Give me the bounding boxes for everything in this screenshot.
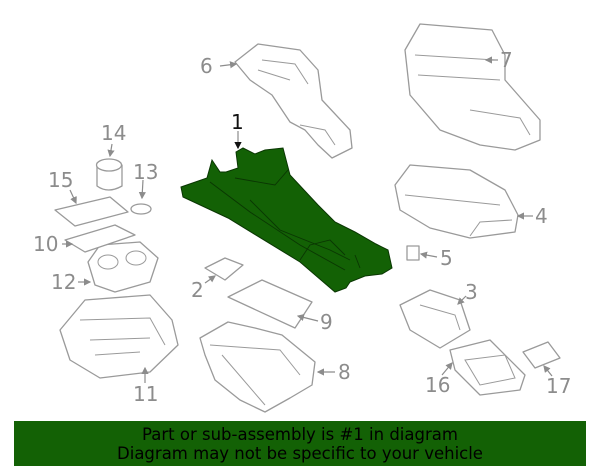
part-13-cap[interactable] xyxy=(130,203,152,215)
callout-17[interactable]: 17 xyxy=(546,374,571,398)
part-2-clip[interactable] xyxy=(204,257,244,281)
banner-line-2: Diagram may not be specific to your vehi… xyxy=(117,444,483,463)
callout-7[interactable]: 7 xyxy=(500,48,513,72)
callout-9[interactable]: 9 xyxy=(320,310,333,334)
callout-6[interactable]: 6 xyxy=(200,54,213,78)
part-5-clip[interactable] xyxy=(406,245,420,261)
part-3-bracket[interactable] xyxy=(399,289,471,349)
callout-11[interactable]: 11 xyxy=(133,382,158,406)
part-8-bin[interactable] xyxy=(199,321,316,413)
part-15-mat[interactable] xyxy=(54,196,129,227)
part-12-cup-holder[interactable] xyxy=(87,241,159,293)
part-1-center-console[interactable] xyxy=(180,147,393,293)
callout-2[interactable]: 2 xyxy=(191,278,204,302)
part-9-mat[interactable] xyxy=(227,279,313,329)
callout-12[interactable]: 12 xyxy=(51,270,76,294)
callout-10[interactable]: 10 xyxy=(33,232,58,256)
callout-15[interactable]: 15 xyxy=(48,168,73,192)
callout-16[interactable]: 16 xyxy=(425,373,450,397)
part-17-pad[interactable] xyxy=(522,341,561,369)
part-7-bezel[interactable] xyxy=(404,23,541,151)
part-11-frame[interactable] xyxy=(59,294,179,379)
part-4-armrest[interactable] xyxy=(394,164,519,239)
banner-line-1: Part or sub-assembly is #1 in diagram xyxy=(142,425,458,444)
callout-1[interactable]: 1 xyxy=(231,110,244,134)
part-14-insert[interactable] xyxy=(95,158,123,191)
info-banner: Part or sub-assembly is #1 in diagram Di… xyxy=(14,421,586,466)
callout-14[interactable]: 14 xyxy=(101,121,126,145)
part-16-vent[interactable] xyxy=(449,339,526,396)
part-10-mat[interactable] xyxy=(64,224,136,253)
callout-3[interactable]: 3 xyxy=(465,280,478,304)
part-6-trim-panel[interactable] xyxy=(234,43,353,159)
callout-8[interactable]: 8 xyxy=(338,360,351,384)
callout-13[interactable]: 13 xyxy=(133,160,158,184)
callout-4[interactable]: 4 xyxy=(535,204,548,228)
callout-5[interactable]: 5 xyxy=(440,246,453,270)
